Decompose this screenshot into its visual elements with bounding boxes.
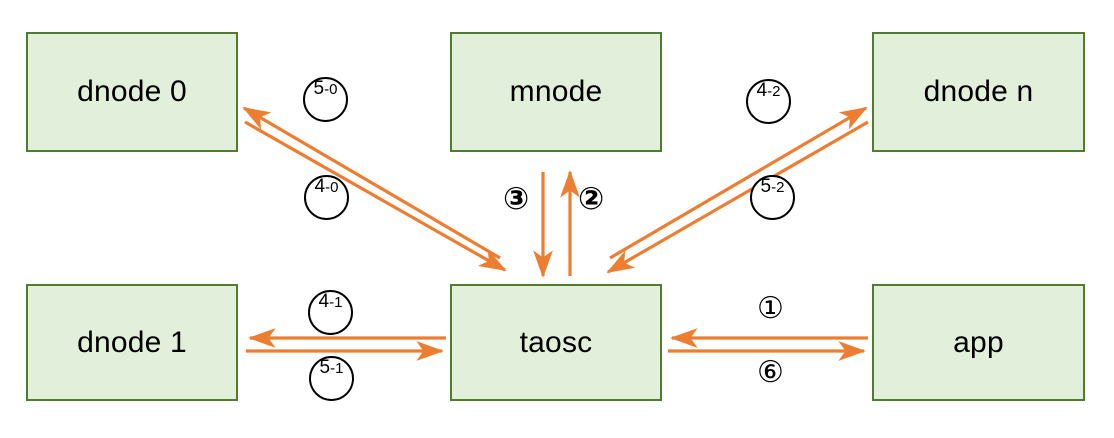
arrow-taosc-to-dnoden — [609, 106, 868, 260]
node-dnode-n[interactable]: dnode n — [872, 32, 1085, 152]
edge-badge-4-2-minor: -2 — [767, 83, 781, 100]
node-label-dnode-n: dnode n — [923, 75, 1034, 108]
node-label-dnode-0: dnode 0 — [77, 75, 187, 108]
node-dnode-0[interactable]: dnode 0 — [26, 32, 238, 152]
edge-badge-4-2: 4 -2 — [746, 79, 791, 124]
edge-badge-5-0-major: 5 — [313, 78, 325, 99]
edge-badge-5-0-minor: -0 — [324, 81, 338, 98]
node-label-dnode-1: dnode 1 — [77, 325, 187, 359]
edge-badge-5-1-minor: -1 — [330, 360, 344, 377]
arrow-dnode0-to-taosc — [244, 120, 507, 272]
edge-badge-2: ② — [578, 181, 605, 217]
edge-badge-4-1: 4 -1 — [308, 290, 353, 335]
node-label-app: app — [953, 325, 1004, 359]
edge-badge-5-1: 5 -1 — [309, 356, 354, 401]
edge-badge-5-1-major: 5 — [319, 357, 331, 378]
edge-badge-3: ③ — [503, 181, 530, 217]
edge-badge-6: ⑥ — [757, 355, 784, 390]
edge-badge-4-0: 4 -0 — [304, 175, 349, 220]
edge-badge-5-2-minor: -2 — [771, 179, 785, 196]
edge-badge-5-2: 5 -2 — [750, 175, 795, 220]
edge-badge-4-0-minor: -0 — [325, 179, 339, 196]
edge-badge-4-2-major: 4 — [756, 80, 768, 101]
node-taosc[interactable]: taosc — [450, 284, 662, 401]
edge-badge-5-2-major: 5 — [760, 176, 772, 197]
node-mnode[interactable]: mnode — [450, 32, 662, 152]
edge-badge-5-0: 5 -0 — [303, 77, 348, 122]
node-label-taosc: taosc — [519, 325, 593, 359]
edge-badge-4-0-major: 4 — [314, 176, 326, 197]
node-dnode-1[interactable]: dnode 1 — [26, 284, 238, 401]
arrow-dnoden-to-taosc — [606, 120, 869, 274]
edge-badge-4-1-major: 4 — [318, 291, 330, 312]
arrow-taosc-to-dnode0 — [242, 106, 501, 260]
node-label-mnode: mnode — [509, 75, 603, 108]
edge-badge-4-1-minor: -1 — [329, 294, 343, 311]
node-app[interactable]: app — [872, 284, 1085, 401]
edge-badge-1: ① — [757, 291, 784, 326]
